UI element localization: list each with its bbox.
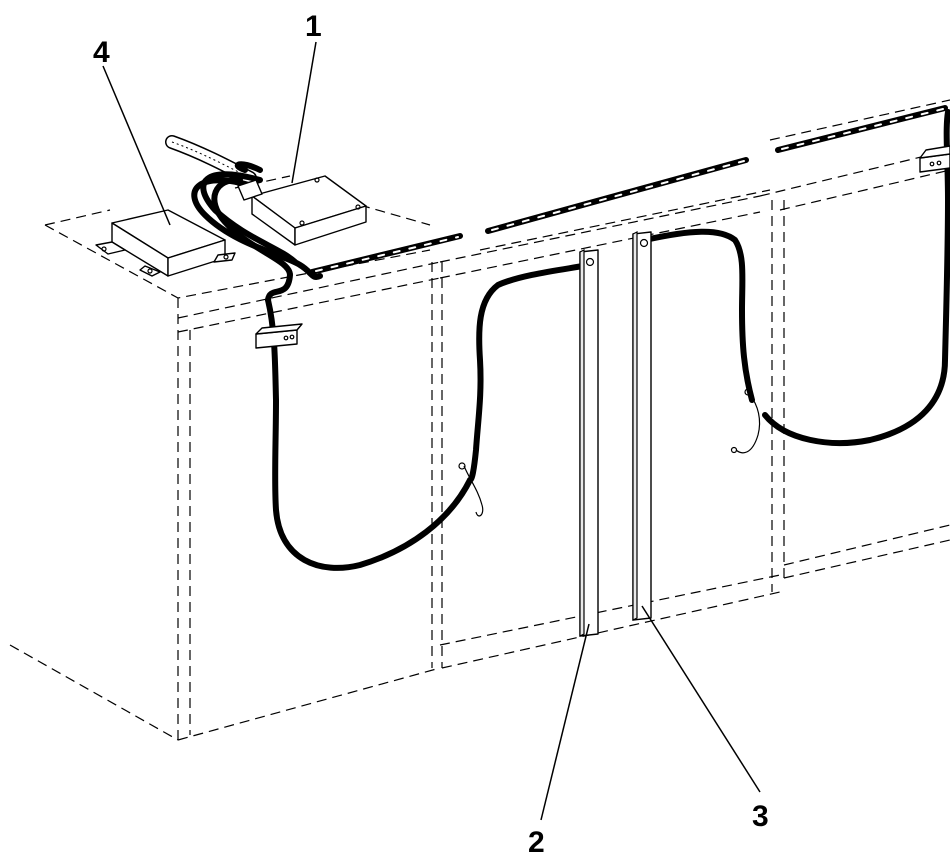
right-cable-loop	[642, 109, 950, 446]
left-cable-harness	[191, 161, 473, 571]
mounting-bar-2	[579, 249, 599, 637]
cable-clamp-left	[255, 323, 303, 349]
cable-clamp-right	[919, 145, 950, 173]
center-cable-loop	[467, 263, 586, 483]
callout-2: 2	[528, 826, 545, 857]
junction-box-4	[95, 209, 236, 277]
callout-3: 3	[752, 800, 769, 833]
leader-lines	[102, 41, 761, 821]
mounting-bar-3	[632, 231, 652, 621]
jumper-wires	[458, 388, 761, 517]
control-box-1	[237, 175, 367, 246]
top-cable-run	[309, 105, 948, 275]
callout-1: 1	[305, 10, 322, 43]
callout-4: 4	[93, 36, 110, 69]
cabinet-outline	[9, 99, 950, 741]
